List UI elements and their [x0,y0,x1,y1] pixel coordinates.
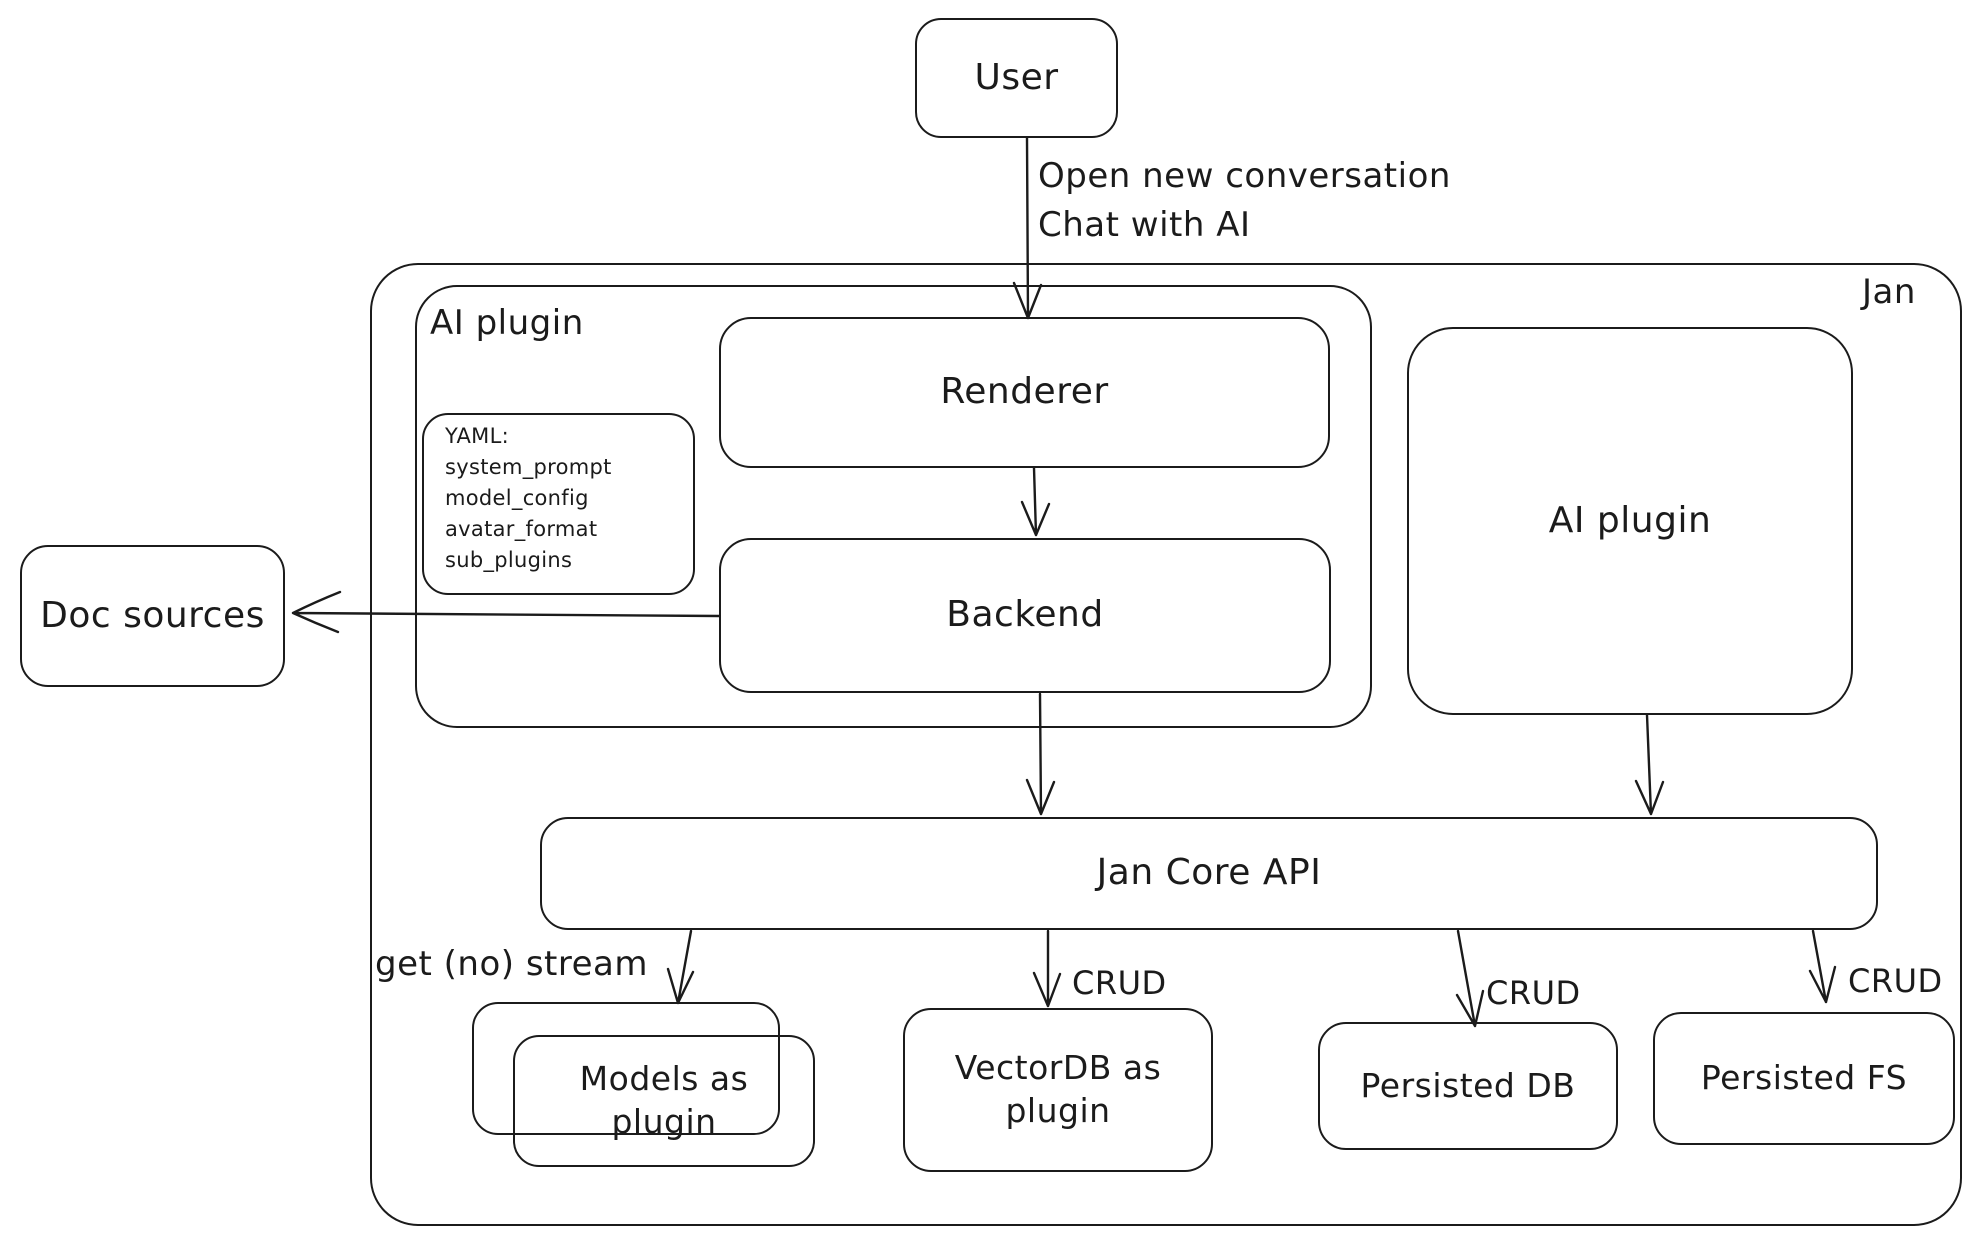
node-vectordb-as-plugin-label: VectorDB as plugin [954,1048,1162,1130]
node-doc-sources: Doc sources [20,545,285,687]
ai-plugin-container-label: AI plugin [430,303,584,343]
ai-plugin-container [415,285,1372,728]
node-jan-core-api-label: Jan Core API [1096,852,1322,894]
yaml-note-text: YAML: system_prompt model_config avatar_… [445,424,612,572]
node-backend: Backend [719,538,1331,693]
node-ai-plugin-right: AI plugin [1407,327,1853,715]
node-user: User [915,18,1118,138]
edge-label-get-no-stream: get (no) stream [375,944,648,984]
node-persisted-fs-label: Persisted FS [1700,1058,1908,1098]
node-persisted-db: Persisted DB [1318,1022,1618,1150]
node-persisted-db-label: Persisted DB [1360,1065,1576,1105]
edge-label-user-action: Open new conversation Chat with AI [1038,156,1451,246]
edge-label-crud-vectordb: CRUD [1072,964,1167,1002]
node-models-as-plugin: Models as plugin [513,1035,815,1167]
node-renderer-label: Renderer [940,371,1109,413]
node-models-as-plugin-label: Models as plugin [579,1059,749,1141]
node-ai-plugin-right-label: AI plugin [1548,499,1712,541]
node-models-as-plugin-back [472,1002,780,1135]
node-doc-sources-label: Doc sources [40,594,265,636]
edge-label-crud-persisted-db: CRUD [1486,974,1581,1012]
node-vectordb-as-plugin: VectorDB as plugin [903,1008,1213,1172]
jan-container [370,263,1962,1226]
jan-container-label: Jan [1862,272,1916,312]
edge-label-crud-persisted-fs: CRUD [1848,962,1943,1000]
node-jan-core-api: Jan Core API [540,817,1878,930]
node-user-label: User [974,56,1059,98]
node-persisted-fs: Persisted FS [1653,1012,1955,1145]
node-renderer: Renderer [719,317,1330,468]
node-backend-label: Backend [946,594,1104,636]
